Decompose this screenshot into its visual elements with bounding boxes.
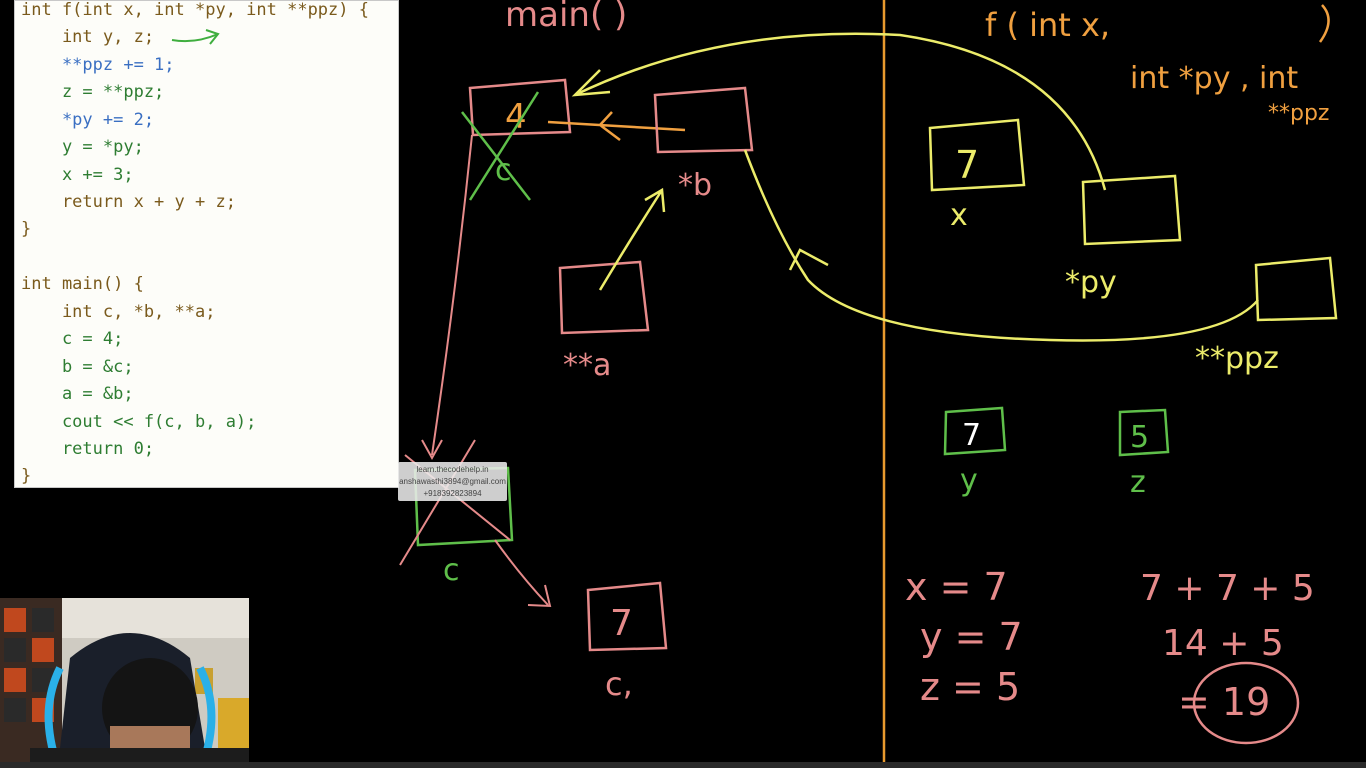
- pink-arrow-down: [421, 134, 473, 461]
- box-fy-value: 7: [962, 418, 981, 453]
- bottom-bar: [0, 762, 1366, 768]
- box-ppz-label: **ppz: [1195, 341, 1279, 376]
- watermark: learn.thecodehelp.in anshawasthi3894@gma…: [398, 462, 507, 501]
- box-a: [558, 260, 650, 335]
- code-line: int f(int x, int *py, int **ppz) {: [21, 0, 369, 20]
- box-fy: [943, 406, 1007, 456]
- result-circle: [1192, 661, 1300, 745]
- box-c2-label: c,: [605, 665, 633, 703]
- code-line: int y, z;: [21, 27, 155, 47]
- code-arrow: [171, 29, 220, 45]
- code-line: cout << f(c, b, a);: [21, 412, 257, 432]
- eq-y: y = 7: [920, 615, 1023, 659]
- f-param-ppz: **ppz: [1268, 101, 1329, 126]
- code-line: return 0;: [21, 439, 155, 459]
- code-line: c = 4;: [21, 329, 124, 349]
- watermark-line: anshawasthi3894@gmail.com: [399, 477, 506, 486]
- box-b-label: *b: [678, 168, 712, 203]
- watermark-line: learn.thecodehelp.in: [416, 465, 489, 474]
- f-param-py: int *py , int: [1130, 61, 1298, 96]
- box-y-value: 4: [505, 97, 527, 137]
- sum-line2: 14 + 5: [1162, 623, 1284, 664]
- code-line: b = &c;: [21, 357, 134, 377]
- box-fy-label: y: [960, 463, 978, 498]
- code-line: x += 3;: [21, 165, 134, 185]
- code-line: }: [21, 219, 32, 239]
- box-py: [1081, 174, 1182, 246]
- code-line: return x + y + z;: [21, 192, 236, 212]
- sum-result: = 19: [1178, 680, 1270, 724]
- code-line: }: [21, 466, 32, 486]
- code-line: int c, *b, **a;: [21, 302, 216, 322]
- box-y: [468, 78, 572, 137]
- code-line: z = **ppz;: [21, 82, 165, 102]
- code-panel: int f(int x, int *py, int **ppz) { int y…: [14, 0, 399, 488]
- box-z: [1118, 408, 1170, 457]
- box-a-label: **a: [563, 348, 611, 383]
- box-b: [653, 86, 754, 154]
- eq-x: x = 7: [905, 565, 1008, 609]
- box-py-label: *py: [1065, 265, 1117, 300]
- box-y-label: c: [495, 153, 512, 188]
- code-line: *py += 2;: [21, 110, 155, 130]
- box-x-label: x: [950, 198, 968, 233]
- code-line: y = *py;: [21, 137, 144, 157]
- watermark-line: +918392823894: [423, 489, 482, 498]
- box-z-label: z: [1130, 465, 1146, 500]
- pointer-ppz-to-b: [743, 149, 1259, 342]
- code-line: a = &b;: [21, 384, 134, 404]
- pointer-a-to-b: [598, 187, 666, 291]
- pointer-py-to-y: [571, 32, 1107, 191]
- f-close-paren: [1318, 4, 1330, 43]
- f-label: f ( int x,: [985, 6, 1110, 44]
- pink-arrow-c: [494, 539, 552, 608]
- code-line: **ppz += 1;: [21, 55, 175, 75]
- code-line: int main() {: [21, 274, 144, 294]
- cross-mark: [461, 91, 540, 201]
- orange-arrow: [547, 111, 686, 141]
- box-c2: [586, 581, 668, 652]
- box-ppz: [1254, 256, 1338, 322]
- eq-z: z = 5: [920, 665, 1020, 709]
- webcam-feed: [0, 598, 249, 768]
- box-z-value: 5: [1130, 420, 1149, 455]
- main-label: main( ): [505, 0, 627, 35]
- box-x-value: 7: [955, 143, 979, 187]
- box-x: [928, 118, 1026, 192]
- box-c-label: c: [443, 553, 460, 588]
- sum-line1: 7 + 7 + 5: [1140, 568, 1315, 609]
- box-c2-value: 7: [610, 603, 633, 644]
- webcam-image: [0, 598, 249, 768]
